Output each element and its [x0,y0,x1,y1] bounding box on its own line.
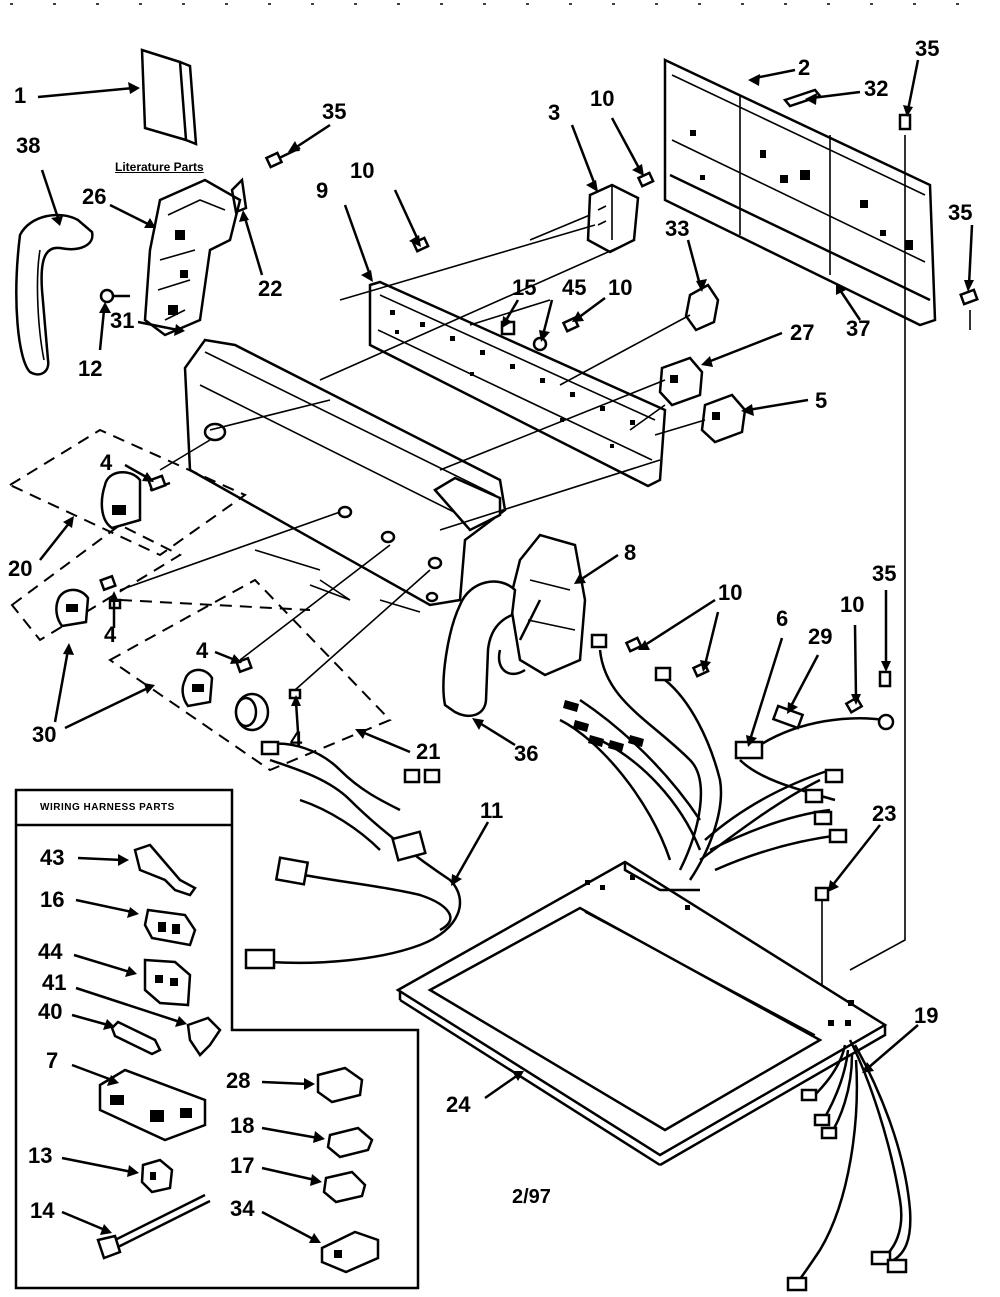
callout-17: 17 [230,1153,255,1178]
part-5 [700,393,747,444]
part-handle-left [15,213,94,376]
part-literature [140,48,198,146]
callout-44: 44 [38,939,63,964]
part-harness-19 [786,1039,912,1292]
part-27 [658,356,704,407]
part-33 [684,283,720,332]
callout-10: 10 [718,580,743,605]
part-handle-right [442,580,517,717]
part-45 [532,336,548,352]
callout-14: 14 [30,1198,55,1223]
callout-32: 32 [864,76,889,101]
callout-4: 4 [104,622,117,647]
callout-35: 35 [322,99,347,124]
callout-10: 10 [350,158,375,183]
callout-19: 19 [914,1003,939,1028]
callout-27: 27 [790,320,815,345]
callout-9: 9 [316,178,329,203]
part-harness-main [559,633,895,881]
part-panel-bracket [368,280,667,488]
callout-38: 38 [16,133,41,158]
callout-34: 34 [230,1196,255,1221]
screw-10-switch [636,171,655,188]
callout-13: 13 [28,1143,53,1168]
callout-5: 5 [815,388,828,413]
callout-7: 7 [46,1048,59,1073]
part-end-cap-left [143,178,242,337]
callout-10: 10 [590,86,615,111]
part-back-panel [663,58,937,327]
callout-45: 45 [562,275,587,300]
part-console [183,338,507,607]
callout-30: 30 [32,722,57,747]
callout-15: 15 [512,275,537,300]
callout-35: 35 [948,200,973,225]
callout-1: 1 [14,83,27,108]
callout-28: 28 [226,1068,251,1093]
callout-6: 6 [776,606,789,631]
callout-40: 40 [38,999,63,1024]
callout-18: 18 [230,1113,255,1138]
callout-22: 22 [258,276,283,301]
callout-16: 16 [40,887,65,912]
callout-4: 4 [100,450,113,475]
callout-3: 3 [548,100,561,125]
part-top [395,860,888,1167]
callout-43: 43 [40,845,65,870]
callout-26: 26 [82,184,107,209]
callout-31: 31 [110,308,135,333]
callout-29: 29 [808,624,833,649]
callout-10: 10 [840,592,865,617]
callout-11: 11 [480,798,504,823]
literature-parts-caption: Literature Parts [115,160,204,174]
callout-36: 36 [514,741,539,766]
part-harness-11 [244,740,462,970]
callout-8: 8 [624,540,637,565]
callout-33: 33 [665,216,690,241]
screw-12 [99,288,130,304]
screw-35-top-right [898,113,912,131]
callout-23: 23 [872,801,897,826]
callout-35: 35 [872,561,897,586]
callout-2: 2 [798,55,811,80]
leader-lines [37,59,974,1243]
part-end-cap-right [497,533,587,677]
callout-20: 20 [8,556,33,581]
clip-22 [230,177,248,214]
callout-4: 4 [290,727,303,752]
date-code: 2/97 [512,1186,551,1208]
callout-4: 4 [196,638,209,663]
callout-35: 35 [915,36,940,61]
callout-21: 21 [416,739,441,764]
screw-35-right [959,288,979,306]
callout-10: 10 [608,275,633,300]
callout-12: 12 [78,356,103,381]
harness-parts-title: WIRING HARNESS PARTS [40,802,175,813]
callout-24: 24 [446,1092,471,1117]
harness-parts-inset [14,788,420,1290]
callout-37: 37 [846,316,871,341]
callout-41: 41 [42,970,67,995]
